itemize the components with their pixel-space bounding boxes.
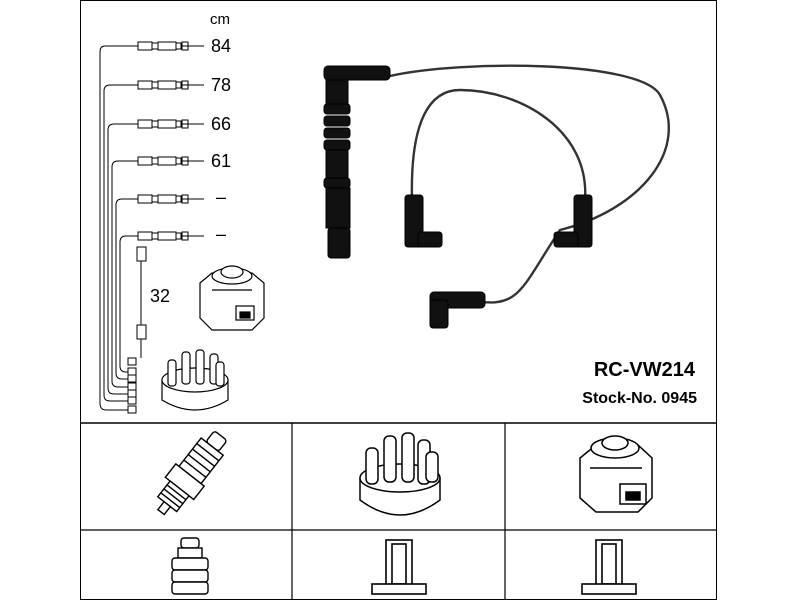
plug-connector-icon bbox=[171, 537, 209, 595]
distributor-cap-icon bbox=[161, 349, 229, 411]
spark-plug-icon bbox=[156, 431, 227, 516]
terminal-connector-icon-2 bbox=[581, 539, 637, 595]
straight-boot bbox=[323, 65, 391, 259]
length-label-5: – bbox=[216, 187, 227, 207]
ignition-leads bbox=[389, 64, 670, 304]
wiring-schematic bbox=[99, 41, 204, 414]
terminal-connector-icon-1 bbox=[371, 539, 427, 595]
angle-boot-right bbox=[553, 194, 593, 248]
ignition-coil-large-icon bbox=[579, 435, 653, 513]
unit-label: cm bbox=[210, 11, 230, 28]
stock-number: Stock-No. 0945 bbox=[582, 390, 697, 407]
length-label-6: – bbox=[216, 224, 227, 244]
length-label-1: 84 bbox=[211, 36, 232, 56]
distributor-cap-large-icon bbox=[359, 432, 441, 516]
ignition-coil-icon bbox=[199, 265, 265, 331]
length-label-2: 78 bbox=[211, 75, 232, 95]
angle-boot-left bbox=[404, 194, 443, 248]
product-title: RC-VW214 bbox=[593, 359, 695, 381]
length-label-3: 66 bbox=[211, 114, 232, 134]
coil-lead-length-label: 32 bbox=[150, 286, 171, 306]
angle-boot-bottom bbox=[429, 291, 486, 329]
length-label-4: 61 bbox=[211, 151, 232, 171]
